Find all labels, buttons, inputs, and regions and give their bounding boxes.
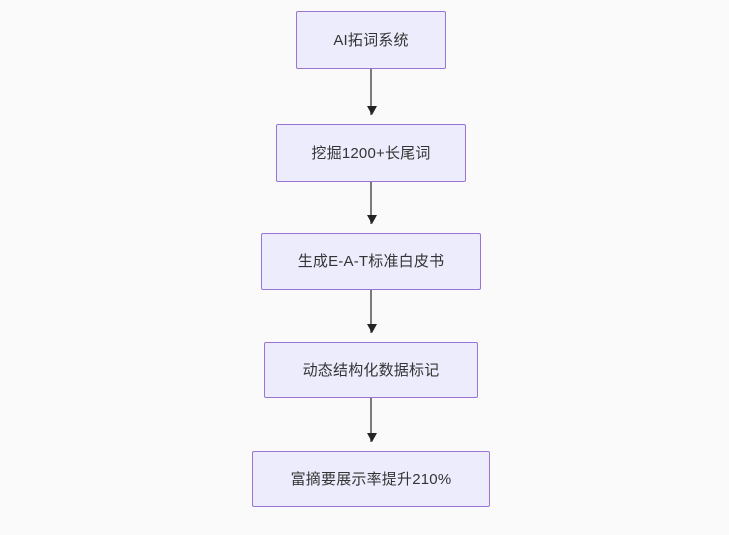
flow-node-label: 富摘要展示率提升210%	[290, 470, 452, 488]
flow-node-label: 动态结构化数据标记	[302, 361, 440, 379]
flow-node-label: 挖掘1200+长尾词	[311, 144, 431, 162]
flow-edge-line	[370, 69, 372, 115]
flow-node-rich-snippet-impression-uplift[interactable]: 富摘要展示率提升210%	[252, 451, 490, 507]
flow-edge-arrowhead-icon	[367, 324, 377, 333]
flow-node-generate-eat-whitepaper[interactable]: 生成E-A-T标准白皮书	[261, 233, 481, 290]
flow-edge-arrowhead-icon	[367, 215, 377, 224]
flow-edge-line	[370, 398, 372, 442]
flow-node-dynamic-structured-data-markup[interactable]: 动态结构化数据标记	[264, 342, 478, 398]
flow-node-mine-longtail-keywords[interactable]: 挖掘1200+长尾词	[276, 124, 466, 182]
flow-node-label: AI拓词系统	[333, 31, 409, 49]
flow-edge-line	[370, 290, 372, 333]
flow-node-ai-keyword-system[interactable]: AI拓词系统	[296, 11, 446, 69]
flow-node-label: 生成E-A-T标准白皮书	[297, 253, 445, 270]
flow-edge-arrowhead-icon	[367, 106, 377, 115]
flow-edge-arrowhead-icon	[367, 433, 377, 442]
flow-edge-line	[370, 182, 372, 224]
